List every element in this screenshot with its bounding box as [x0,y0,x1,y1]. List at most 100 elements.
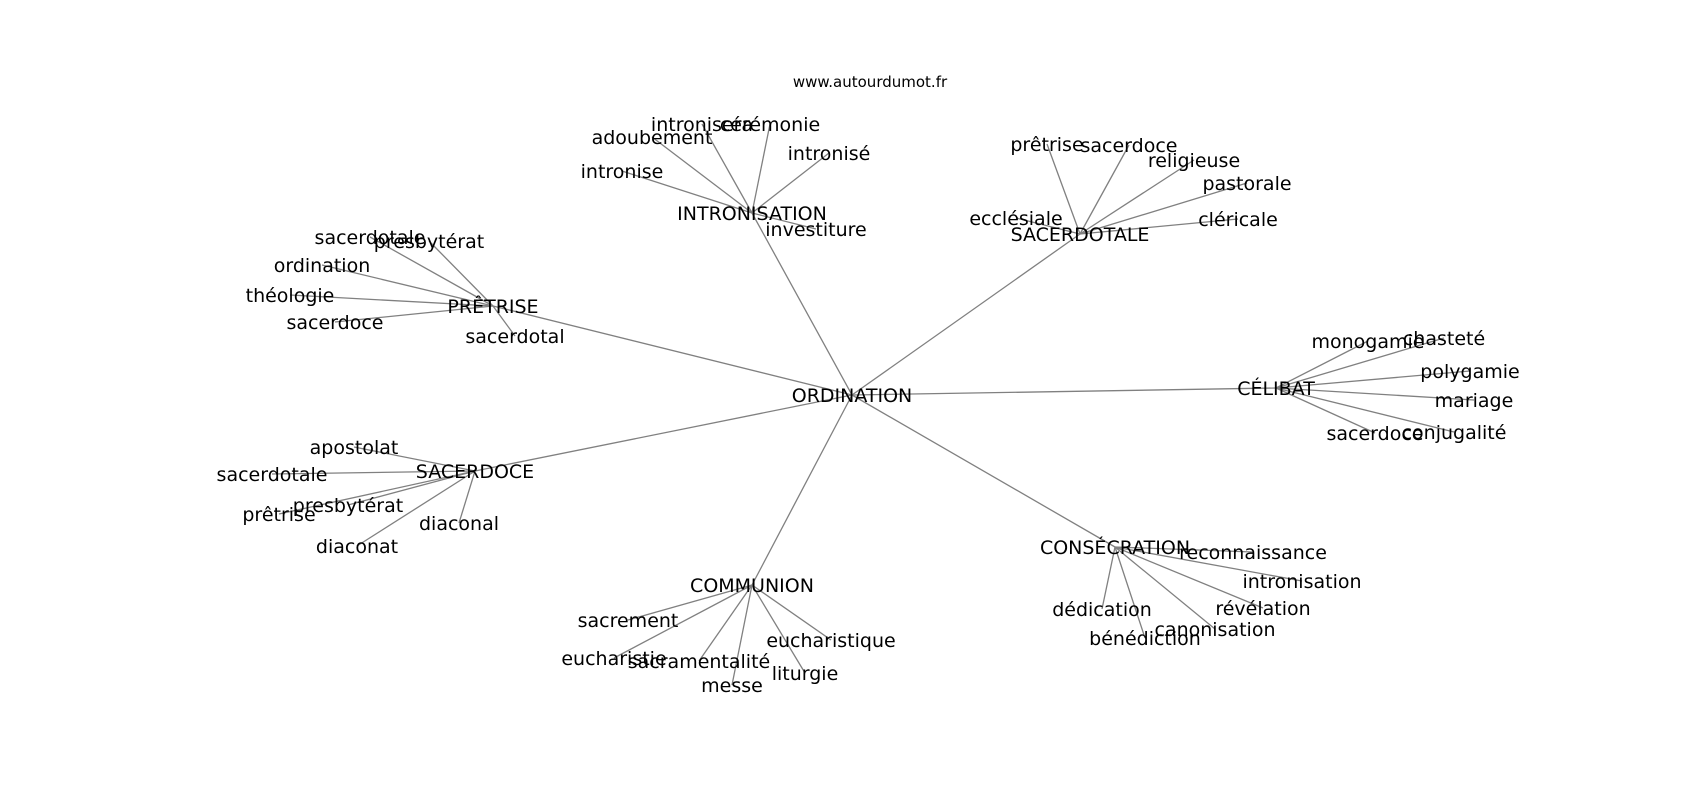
leaf-node: intronisation [1242,571,1361,593]
hub-node: CONSÉCRATION [1040,536,1190,559]
leaf-edge [751,152,830,214]
leaf-node: pastorale [1202,173,1291,195]
leaf-edge [613,584,753,659]
leaf-edge [289,294,494,307]
leaf-node: religieuse [1148,150,1240,172]
leaf-node: ordination [274,255,371,277]
leaf-edge [1046,143,1081,235]
leaf-edge [1114,546,1264,609]
root-edge [851,233,1081,396]
leaf-node: polygamie [1420,361,1519,383]
leaf-node: diaconat [316,536,398,558]
leaf-node: intronisé [788,143,871,165]
leaf-edge [698,584,753,662]
leaf-node: sacerdotale [217,464,328,486]
leaf-node: apostolat [310,437,399,459]
hub-node: INTRONISATION [677,203,827,225]
leaf-node: sacrement [578,610,679,632]
leaf-node: révélation [1215,598,1310,620]
leaf-edge [347,470,476,506]
leaf-edge [751,584,832,641]
leaf-node: reconnaissance [1179,542,1327,564]
leaf-edge [1275,370,1471,389]
leaf-node: dédication [1052,599,1152,621]
leaf-node: presbytérat [293,495,403,517]
leaf-edge [321,264,494,307]
source-url: www.autourdumot.fr [793,73,948,91]
leaf-edge [369,236,494,307]
leaf-edge [751,123,771,214]
leaf-edge [621,170,753,214]
root-edge [751,394,853,586]
leaf-node: sacerdotal [465,326,564,348]
leaf-node: messe [701,675,763,697]
leaf-edge [1275,387,1475,401]
root-edge [751,212,853,396]
leaf-node: cléricale [1198,209,1278,231]
leaf-edge [1275,387,1376,434]
leaf-node: sacerdoce [287,312,384,334]
leaf-node: intronisera [651,114,753,136]
leaf-node: eucharistie [561,648,666,670]
leaf-edge [271,470,476,475]
graph-labels: ORDINATION INTRONISATION introniseracérémo… [217,114,1520,697]
leaf-node: bénédiction [1089,628,1201,650]
leaf-node: théologie [246,285,335,307]
leaf-node: sacramentalité [628,651,770,673]
leaf-edge [627,584,753,621]
leaf-node: eucharistique [766,630,895,652]
root-edge [474,394,853,472]
leaf-node: prêtrise [242,504,315,526]
leaf-edge [428,240,494,307]
leaf-edge [1114,546,1303,582]
leaf-node: presbytérat [374,231,484,253]
leaf-node: liturgie [772,663,839,685]
leaf-node: adoubement [592,127,713,149]
root-edge [851,387,1277,396]
leaf-edge [334,305,494,323]
leaf-edge [1079,144,1130,235]
leaf-edge [1114,546,1254,553]
root-node: ORDINATION [792,385,913,407]
leaf-edge [651,136,753,214]
leaf-edge [1114,546,1216,630]
leaf-node: mariage [1435,390,1514,412]
leaf-edge [731,584,753,686]
leaf-node: chasteté [1403,328,1485,350]
leaf-node: monogamie [1312,331,1425,353]
leaf-edge [458,470,476,524]
leaf-node: investiture [765,219,866,241]
leaf-edge [1015,217,1081,235]
leaf-edge [751,584,806,674]
leaf-node: sacerdoce [1081,135,1178,157]
leaf-edge [353,446,476,472]
leaf-node: cérémonie [720,114,820,136]
leaf-edge [1275,340,1369,389]
leaf-edge [1079,218,1239,235]
leaf-edge [1101,546,1116,610]
hub-node: SACERDOCE [416,461,534,483]
leaf-node: conjugalité [1402,422,1507,444]
leaf-node: sacerdoce [1327,423,1424,445]
leaf-edge [1275,387,1455,433]
leaf-edge [356,470,476,547]
root-edge [492,305,853,396]
leaf-edge [1079,182,1248,235]
leaf-edge [701,123,753,214]
root-edge [851,394,1116,548]
leaf-node: ecclésiale [969,208,1062,230]
leaf-node: sacerdotale [315,227,426,249]
hub-node: PRÊTRISE [447,295,538,318]
leaf-node: intronise [581,161,664,183]
leaf-edge [751,212,817,230]
leaf-edge [1079,159,1195,235]
leaf-edge [278,470,476,515]
hub-node: SACERDOTALE [1011,224,1150,246]
hub-node: COMMUNION [690,575,814,597]
leaf-node: prêtrise [1010,134,1083,156]
leaf-edge [1114,546,1146,639]
leaf-edge [1275,337,1445,389]
leaf-edge [492,305,516,337]
leaf-node: diaconal [419,513,499,535]
